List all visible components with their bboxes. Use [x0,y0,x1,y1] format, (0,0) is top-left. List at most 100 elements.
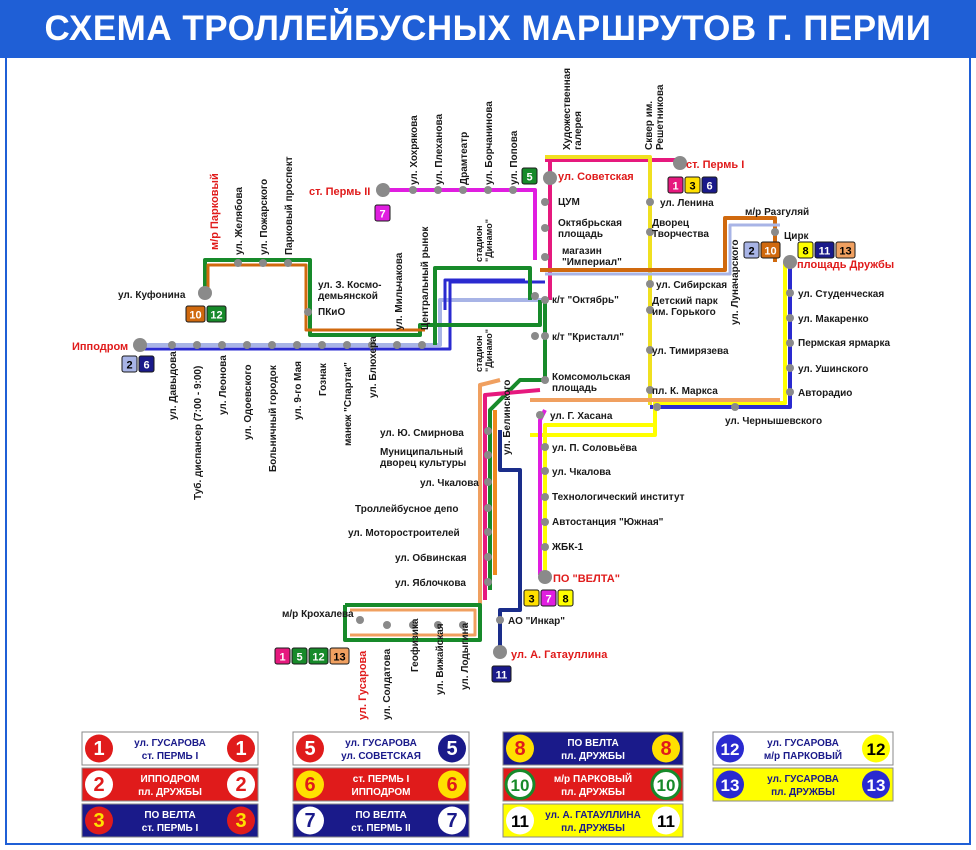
stop-marker[interactable] [541,224,549,232]
stop-marker[interactable] [646,306,654,314]
stop-marker[interactable] [459,621,467,629]
stop-marker[interactable] [193,341,201,349]
stop-marker[interactable] [418,341,426,349]
route-badge-5[interactable]: 5 [521,167,538,185]
stop-marker[interactable] [541,253,549,261]
stop-marker[interactable] [786,289,794,297]
stop-marker[interactable] [484,478,492,486]
route-badge-1[interactable]: 1 [274,647,291,665]
terminal-marker[interactable] [783,255,797,269]
route-badge-2[interactable]: 2 [743,241,760,259]
route-badge-13[interactable]: 13 [835,241,856,259]
stop-marker[interactable] [484,553,492,561]
stop-marker[interactable] [541,443,549,451]
terminal-marker[interactable] [543,171,557,185]
stop-marker[interactable] [653,403,661,411]
route-badge-12[interactable]: 12 [206,305,227,323]
stop-marker[interactable] [541,543,549,551]
terminal-marker[interactable] [198,286,212,300]
stop-marker[interactable] [356,616,364,624]
route-badge-7[interactable]: 7 [374,204,391,222]
stop-marker[interactable] [646,280,654,288]
stop-marker[interactable] [459,186,467,194]
route-badge-5[interactable]: 5 [291,647,308,665]
stop-marker[interactable] [531,332,539,340]
stop-marker[interactable] [168,341,176,349]
stop-marker[interactable] [259,259,267,267]
route-badge-6[interactable]: 6 [701,176,718,194]
route-badge-1[interactable]: 1 [667,176,684,194]
stop-marker[interactable] [304,308,312,316]
stop-marker[interactable] [484,528,492,536]
stop-marker[interactable] [531,292,539,300]
stop-marker[interactable] [434,621,442,629]
route-badge-10[interactable]: 10 [760,241,781,259]
terminal-marker[interactable] [673,156,687,170]
stop-marker[interactable] [268,341,276,349]
stop-marker[interactable] [786,364,794,372]
route-badge-6[interactable]: 6 [138,355,155,373]
stop-marker[interactable] [541,467,549,475]
stop-marker[interactable] [646,346,654,354]
route-badge-12[interactable]: 12 [308,647,329,665]
stop-marker[interactable] [646,386,654,394]
stop-marker[interactable] [786,388,794,396]
route-badge-3[interactable]: 3 [523,589,540,607]
stop-marker[interactable] [393,341,401,349]
stop-marker[interactable] [243,341,251,349]
stop-marker[interactable] [368,341,376,349]
route-badge-11[interactable]: 11 [814,241,835,259]
stop-marker[interactable] [409,621,417,629]
stop-marker[interactable] [509,186,517,194]
terminal-marker[interactable] [376,183,390,197]
stop-marker[interactable] [541,332,549,340]
stop-marker[interactable] [484,451,492,459]
stop-marker[interactable] [541,198,549,206]
stop-marker[interactable] [293,341,301,349]
stop-marker[interactable] [434,186,442,194]
stop-marker[interactable] [786,339,794,347]
stop-marker[interactable] [541,518,549,526]
stop-marker[interactable] [496,616,504,624]
terminal-marker[interactable] [493,645,507,659]
stop-marker[interactable] [383,621,391,629]
route-badge-13[interactable]: 13 [329,647,350,665]
stop-marker[interactable] [541,376,549,384]
stop-marker[interactable] [731,403,739,411]
route-badge-7[interactable]: 7 [540,589,557,607]
stop-marker[interactable] [318,341,326,349]
route-badge-8[interactable]: 8 [557,589,574,607]
stop-marker[interactable] [343,341,351,349]
route-badge-3[interactable]: 3 [684,176,701,194]
stop-marker[interactable] [218,341,226,349]
stop-marker[interactable] [786,314,794,322]
stop-marker[interactable] [484,504,492,512]
stop-marker[interactable] [771,228,779,236]
route-badge-2[interactable]: 2 [121,355,138,373]
stop-marker[interactable] [541,493,549,501]
route-badge-8[interactable]: 8 [797,241,814,259]
stop-marker[interactable] [646,228,654,236]
terminal-marker[interactable] [538,570,552,584]
terminal-marker[interactable] [133,338,147,352]
stop-marker[interactable] [484,427,492,435]
route-badge-10[interactable]: 10 [185,305,206,323]
stop-marker[interactable] [646,198,654,206]
route-badge-11[interactable]: 11 [491,665,512,683]
stop-marker[interactable] [536,411,544,419]
stop-marker[interactable] [484,186,492,194]
stop-marker[interactable] [234,259,242,267]
stop-marker[interactable] [541,296,549,304]
stop-marker[interactable] [284,259,292,267]
